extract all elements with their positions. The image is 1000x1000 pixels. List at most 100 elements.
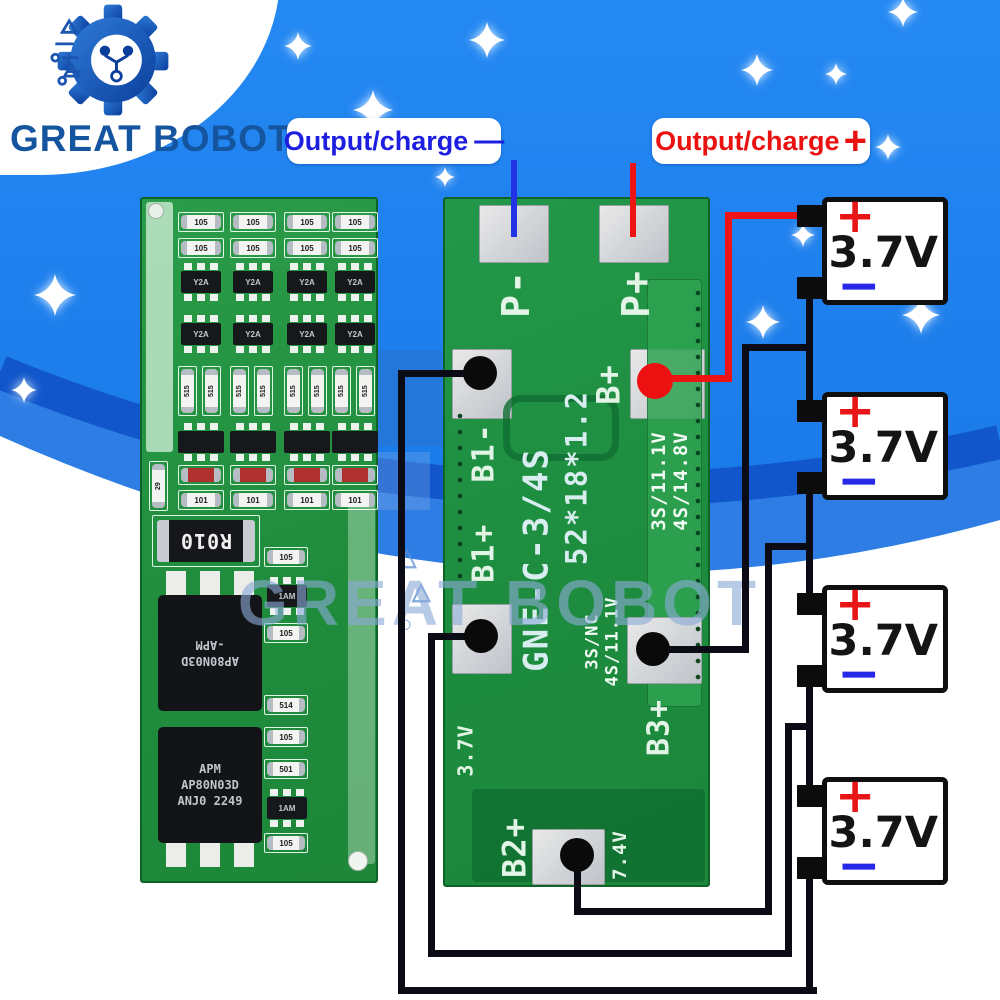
- watermark-circuit-glyph: △: [412, 578, 431, 605]
- wire-segment-black: [574, 908, 772, 915]
- mosfet-label: AP80N03D: [181, 778, 239, 792]
- wire-segment-black: [428, 633, 488, 640]
- resistor-red-body: [287, 468, 327, 482]
- resistor-smd: 105: [332, 212, 378, 232]
- silkscreen-b-plus: B+: [589, 363, 628, 405]
- mosfet-legs: [158, 571, 262, 595]
- joint-b3-plus: [636, 632, 670, 666]
- resistor-label: 105: [287, 241, 327, 255]
- transistor-label: Y2A: [287, 323, 327, 345]
- sparkle-star-icon: [902, 296, 940, 334]
- output-charge-negative-label: Output/charge —: [284, 118, 505, 164]
- resistor-vertical-smd: 515: [332, 366, 351, 416]
- battery-voltage: 3.7V: [828, 616, 938, 666]
- transistor-label: Y2A: [335, 323, 375, 345]
- joint-3v7-sense: [464, 619, 498, 653]
- resistor-vertical-smd: 515: [178, 366, 197, 416]
- battery-voltage: 3.7V: [828, 808, 938, 858]
- battery-plus-terminal: [797, 400, 827, 422]
- resistor-smd: 105: [264, 623, 308, 643]
- wire-segment-black: [785, 723, 813, 730]
- resistor-label: 105: [267, 836, 305, 850]
- resistor-label: 515: [233, 369, 246, 413]
- battery-plus-terminal-label: +: [835, 768, 876, 824]
- wire-segment-black: [806, 681, 813, 803]
- mosfet-dpak: AP80N03D -APM: [158, 571, 262, 711]
- transistor-label: Y2A: [287, 271, 327, 293]
- transistor-label: Y2A: [335, 271, 375, 293]
- resistor-label: 515: [257, 369, 270, 413]
- transistor-sot23: Y2A: [230, 263, 276, 301]
- mosfet-label: -APM: [195, 638, 225, 652]
- silkscreen-pale-strip: [146, 202, 173, 452]
- wire-segment-black: [742, 344, 749, 653]
- transistor-label: Y2A: [233, 271, 273, 293]
- resistor-smd: 101: [332, 490, 378, 510]
- transistor-sot23: Y2A: [230, 315, 276, 353]
- shunt-body: R010: [157, 520, 255, 562]
- resistor-label: 101: [287, 493, 327, 507]
- battery-minus-terminal: [797, 857, 827, 879]
- resistor-label: 29: [152, 464, 165, 508]
- sparkle-star-icon: [746, 305, 780, 339]
- sparkle-star-icon: [34, 274, 76, 316]
- battery-minus-terminal: [797, 472, 827, 494]
- transistor-label: Y2A: [233, 323, 273, 345]
- wire-segment-black: [806, 873, 813, 994]
- resistor-smd: 514: [264, 695, 308, 715]
- watermark-text: GREAT BOBOT: [238, 567, 762, 639]
- resistor-red-body: [335, 468, 375, 482]
- transistor-sot23: Y2A: [178, 263, 224, 301]
- resistor-label: 105: [335, 241, 375, 255]
- resistor-smd: 105: [264, 727, 308, 747]
- ic-chip-soic: [332, 423, 378, 461]
- wire-segment-black: [653, 646, 749, 653]
- resistor-label: 105: [267, 626, 305, 640]
- brand-name: GREAT BOBOT: [10, 118, 292, 159]
- resistor-label: 515: [287, 369, 300, 413]
- resistor-label: 105: [233, 215, 273, 229]
- battery-minus-terminal-label: −: [837, 836, 881, 896]
- resistor-vertical-smd: 515: [202, 366, 221, 416]
- sparkle-star-icon: [98, 508, 132, 542]
- battery-plus-terminal-label: +: [835, 188, 876, 244]
- resistor-label: 105: [267, 550, 305, 564]
- resistor-smd: 501: [264, 759, 308, 779]
- positive-sign: +: [843, 119, 867, 163]
- resistor-label: 101: [335, 493, 375, 507]
- transistor-sot23: 1AM: [264, 789, 310, 827]
- resistor-smd: 101: [230, 490, 276, 510]
- battery-plus-terminal: [797, 593, 827, 615]
- resistor-smd: 105: [332, 238, 378, 258]
- watermark-gear-fragment: [368, 350, 442, 446]
- battery-cell: + −3.7V: [797, 768, 948, 896]
- resistor-label: 515: [181, 369, 194, 413]
- resistor-smd: 105: [178, 238, 224, 258]
- negative-sign: —: [474, 124, 505, 157]
- drill-hole: [148, 203, 164, 219]
- resistor-label: 105: [287, 215, 327, 229]
- resistor-red-body: [233, 468, 273, 482]
- transistor-label: Y2A: [181, 271, 221, 293]
- battery-cell: +−3.7V: [797, 383, 948, 511]
- silkscreen-spec-mid: 3S/NC 4S/11.1V: [582, 596, 623, 686]
- wire-segment-red: [630, 163, 636, 237]
- sparkle-star-icon: [11, 377, 37, 403]
- resistor-smd: 105: [264, 547, 308, 567]
- resistor-red-smd: [178, 465, 224, 485]
- output-charge-positive-label: Output/charge +: [652, 118, 870, 164]
- output-charge-positive-text: Output/charge: [655, 125, 840, 156]
- mosfet-label: AP80N03D: [181, 654, 239, 668]
- resistor-vertical-smd: 515: [356, 366, 375, 416]
- resistor-vertical-smd: 515: [284, 366, 303, 416]
- wire-segment-black: [765, 543, 813, 550]
- battery-cell: +−3.7V: [797, 188, 948, 316]
- transistor-label: 1AM: [267, 585, 307, 607]
- sparkle-star-icon: [791, 223, 815, 247]
- transistor-sot23: Y2A: [284, 263, 330, 301]
- brand-gear-robot-icon: [50, 4, 169, 116]
